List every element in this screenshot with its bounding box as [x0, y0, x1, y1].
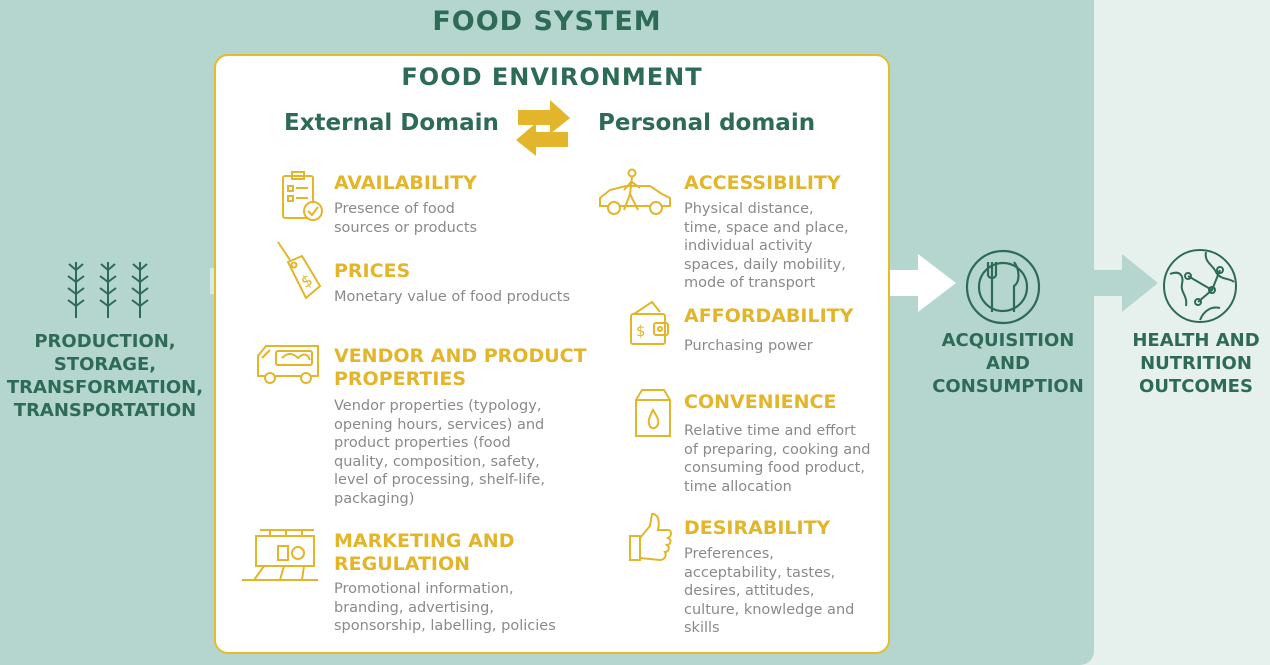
prices-title: PRICES — [334, 260, 411, 282]
food-environment-box — [214, 54, 890, 654]
convenience-desc: Relative time and effort of preparing, c… — [684, 423, 871, 495]
wheat-icon — [67, 262, 149, 318]
plate-cutlery-icon — [965, 249, 1041, 325]
accessibility-title: ACCESSIBILITY — [684, 172, 841, 194]
milk-carton-icon — [635, 389, 671, 437]
marketing-title: MARKETING AND REGULATION — [334, 530, 515, 575]
desirability-desc: Preferences, acceptability, tastes, desi… — [684, 546, 855, 636]
vendor-title: VENDOR AND PRODUCT PROPERTIES — [334, 345, 587, 390]
food-truck-icon — [257, 345, 319, 384]
prices-desc: Monetary value of food products — [334, 289, 571, 305]
outcomes-label: HEALTH AND NUTRITION OUTCOMES — [1132, 330, 1260, 397]
production-label: PRODUCTION, STORAGE, TRANSFORMATION, TRA… — [6, 331, 204, 421]
wallet-icon: $ — [630, 300, 669, 345]
acquisition-label: ACQUISITION AND CONSUMPTION — [932, 330, 1084, 397]
exchange-arrows-icon — [516, 100, 570, 156]
thumbs-up-icon — [629, 512, 672, 562]
food-system-title: FOOD SYSTEM — [432, 6, 662, 37]
food-environment-title: FOOD ENVIRONMENT — [401, 63, 703, 91]
availability-desc: Presence of food sources or products — [334, 201, 478, 236]
checklist-icon — [282, 171, 323, 221]
accessibility-desc: Physical distance, time, space and place… — [684, 201, 849, 291]
svg-text:$: $ — [636, 322, 646, 340]
convenience-title: CONVENIENCE — [684, 391, 837, 413]
vendor-desc: Vendor properties (typology, opening hou… — [334, 398, 545, 507]
personal-domain-label: Personal domain — [598, 110, 816, 136]
availability-title: AVAILABILITY — [334, 172, 477, 194]
affordability-title: AFFORDABILITY — [684, 305, 854, 327]
billboard-icon — [242, 529, 318, 581]
arrow-to-acquisition-icon — [882, 254, 956, 312]
globe-icon — [1163, 249, 1237, 323]
external-domain-label: External Domain — [284, 110, 499, 136]
price-tag-icon: $ — [277, 241, 322, 300]
desirability-title: DESIRABILITY — [684, 517, 831, 539]
arrow-to-outcomes-icon — [1088, 254, 1158, 312]
affordability-desc: Purchasing power — [684, 338, 813, 354]
marketing-desc: Promotional information, branding, adver… — [334, 581, 556, 634]
car-pedestrian-icon — [599, 168, 671, 215]
